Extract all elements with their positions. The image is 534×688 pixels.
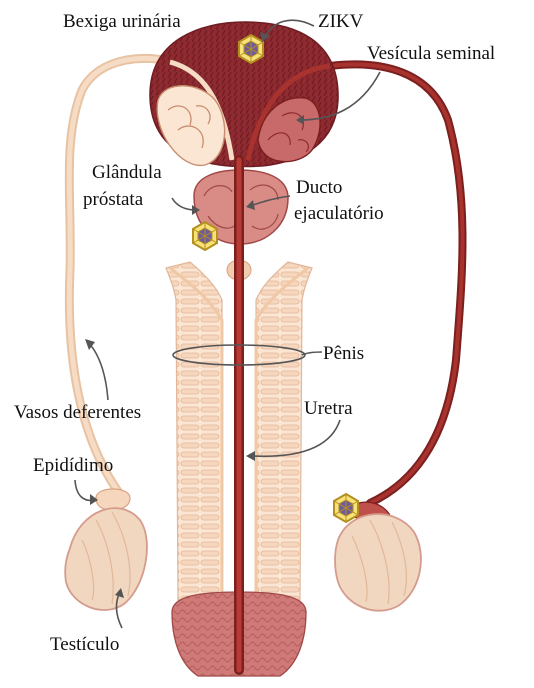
label-testicle: Testículo <box>50 634 119 655</box>
label-penis: Pênis <box>323 343 364 364</box>
prostate-virus-icon <box>193 222 217 250</box>
label-bladder: Bexiga urinária <box>63 11 181 32</box>
zikv-virus-icon <box>239 35 263 63</box>
label-epididymis: Epidídimo <box>33 455 113 476</box>
penis-arrow <box>302 352 322 355</box>
epididymis-left <box>96 489 130 510</box>
testicle-right <box>335 514 421 611</box>
penis-body <box>166 262 222 600</box>
label-ejaculatory-1: Ducto <box>296 177 342 198</box>
testicle-virus-icon <box>334 494 358 522</box>
label-seminal-vesicle: Vesícula seminal <box>367 43 495 64</box>
label-vas-deferens: Vasos deferentes <box>14 402 141 423</box>
vas-deferens-arrow <box>88 342 108 400</box>
label-prostate-2: próstata <box>83 189 144 210</box>
label-zikv: ZIKV <box>318 11 364 32</box>
label-urethra: Uretra <box>304 398 353 419</box>
label-prostate-1: Glândula <box>92 162 162 183</box>
label-ejaculatory-2: ejaculatório <box>294 203 384 224</box>
vas-deferens-right <box>330 64 463 503</box>
testicle-left <box>65 508 147 610</box>
